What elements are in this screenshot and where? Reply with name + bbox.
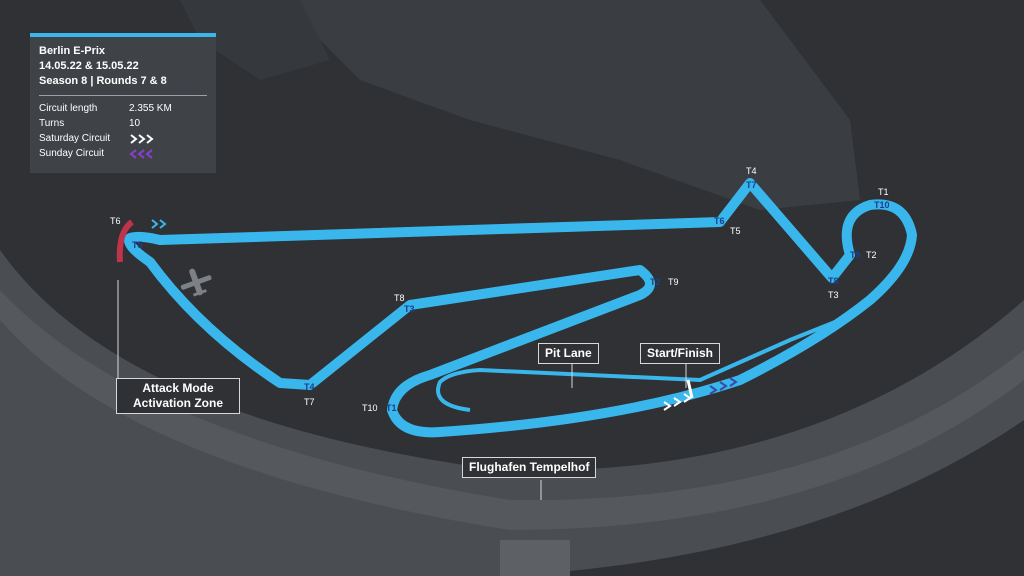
- airfield-field-north: [180, 0, 330, 80]
- sunday-turn-t8: T8: [828, 276, 839, 286]
- sunday-turn-t6: T6: [714, 216, 725, 226]
- info-row-length: Circuit length 2.355 KM: [39, 103, 172, 114]
- sunday-turn-t10: T10: [874, 200, 890, 210]
- saturday-turn-t10: T10: [362, 403, 378, 413]
- pit-lane: [436, 320, 836, 412]
- terminal-roof: [0, 290, 1024, 530]
- saturday-chevrons: [663, 393, 692, 411]
- event-season: Season 8 | Rounds 7 & 8: [39, 75, 167, 87]
- saturday-chevron-icon: [130, 133, 154, 144]
- saturday-turn-t6: T6: [110, 216, 121, 226]
- saturday-turn-t3: T3: [828, 290, 839, 300]
- sunday-turn-t2: T2: [650, 277, 661, 287]
- event-title: Berlin E-Prix: [39, 45, 106, 57]
- airplane-icon: [180, 268, 212, 297]
- terminal-center: [500, 540, 570, 576]
- airfield-apron: [300, 0, 860, 210]
- info-row-saturday: Saturday Circuit: [39, 131, 207, 146]
- saturday-turn-t9: T9: [668, 277, 679, 287]
- sunday-turn-t1: T1: [386, 403, 397, 413]
- event-dates: 14.05.22 & 15.05.22: [39, 60, 139, 72]
- saturday-turn-t5: T5: [730, 226, 741, 236]
- pit-lane-callout: Pit Lane: [538, 343, 599, 364]
- info-row-sunday: Sunday Circuit: [39, 146, 207, 161]
- sunday-turn-t7: T7: [746, 180, 757, 190]
- saturday-turn-t7: T7: [304, 397, 315, 407]
- attack-mode-zone: [116, 219, 134, 263]
- attack-mode-callout: Attack Mode Activation Zone: [116, 378, 240, 414]
- info-row-turns: Turns 10: [39, 118, 141, 129]
- saturday-turn-t2: T2: [866, 250, 877, 260]
- sunday-chevrons: [709, 377, 738, 395]
- sunday-turn-t5: T5: [132, 240, 143, 250]
- venue-callout: Flughafen Tempelhof: [462, 457, 597, 478]
- saturday-turn-t8: T8: [394, 293, 405, 303]
- sunday-turn-t9: T9: [850, 250, 861, 260]
- saturday-track: [124, 178, 917, 438]
- saturday-turn-t4: T4: [746, 166, 757, 176]
- start-finish-callout: Start/Finish: [640, 343, 721, 364]
- sunday-chevron-icon: [129, 148, 153, 159]
- sunday-turn-t3: T3: [404, 304, 415, 314]
- saturday-turn-t1: T1: [878, 187, 889, 197]
- start-finish-line: [686, 379, 694, 399]
- sunday-turn-t4: T4: [304, 382, 315, 392]
- info-panel: Berlin E-Prix 14.05.22 & 15.05.22 Season…: [30, 33, 216, 173]
- attack-zone-chevrons: [151, 219, 167, 229]
